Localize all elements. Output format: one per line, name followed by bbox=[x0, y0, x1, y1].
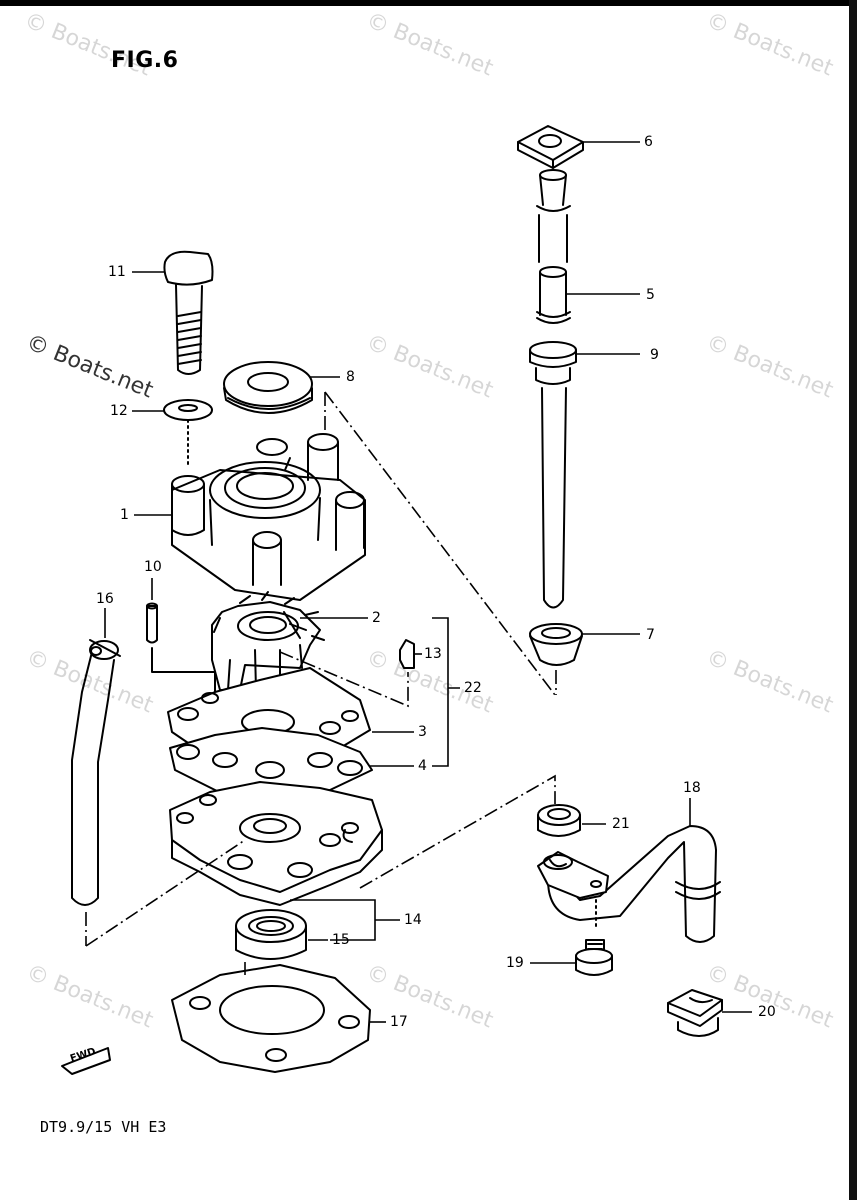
model-label: DT9.9/15 VH E3 bbox=[40, 1118, 167, 1136]
right-border bbox=[849, 0, 857, 1200]
assembly-line-bushing bbox=[359, 774, 556, 889]
part-2-impeller bbox=[211, 591, 325, 691]
assembly-line-hose bbox=[85, 839, 246, 947]
part-12-washer bbox=[163, 399, 213, 421]
callout-8: 8 bbox=[346, 369, 355, 385]
part-5-water-tube-lower bbox=[541, 387, 567, 609]
part-6-grommet bbox=[517, 125, 584, 169]
callout-14: 14 bbox=[404, 912, 422, 928]
part-21-bushing bbox=[537, 804, 581, 837]
part-8-seal bbox=[223, 361, 313, 414]
part-11-bolt bbox=[163, 250, 214, 375]
callout-10: 10 bbox=[144, 559, 162, 575]
callout-9: 9 bbox=[650, 347, 659, 363]
part-19-screw bbox=[575, 939, 613, 976]
part-16-hose bbox=[71, 639, 121, 906]
callout-21: 21 bbox=[612, 816, 630, 832]
callout-22: 22 bbox=[464, 680, 482, 696]
callout-13: 13 bbox=[424, 646, 442, 662]
part-17-gasket bbox=[171, 964, 371, 1073]
assembly-line-key bbox=[279, 651, 409, 708]
fwd-arrow-icon bbox=[61, 1047, 111, 1075]
callout-3: 3 bbox=[418, 724, 427, 740]
callout-7: 7 bbox=[646, 627, 655, 643]
part-18-bracket bbox=[537, 851, 609, 899]
part-1-pump-case bbox=[171, 433, 366, 601]
leader-22-bracket bbox=[432, 617, 460, 767]
callout-1: 1 bbox=[120, 507, 129, 523]
callout-6: 6 bbox=[644, 134, 653, 150]
part-9-tube-seal bbox=[529, 341, 577, 385]
part-7-grommet bbox=[529, 623, 583, 666]
callout-11: 11 bbox=[108, 264, 126, 280]
part-20-cap bbox=[667, 989, 723, 1037]
callout-19: 19 bbox=[506, 955, 524, 971]
part-15-oil-seal bbox=[235, 909, 307, 960]
assembly-line-seal-to-grommet bbox=[324, 391, 556, 696]
part-4-plate bbox=[169, 727, 373, 801]
leader-14-bracket bbox=[290, 899, 400, 941]
callout-2: 2 bbox=[372, 610, 381, 626]
callout-12: 12 bbox=[110, 403, 128, 419]
callout-18: 18 bbox=[683, 780, 701, 796]
callout-20: 20 bbox=[758, 1004, 776, 1020]
callout-5: 5 bbox=[646, 287, 655, 303]
part-10-pin bbox=[146, 602, 158, 644]
callout-17: 17 bbox=[390, 1014, 408, 1030]
callout-16: 16 bbox=[96, 591, 114, 607]
callout-15: 15 bbox=[332, 932, 350, 948]
part-14-under-panel bbox=[169, 781, 383, 906]
figure-title: FIG.6 bbox=[111, 48, 179, 73]
part-13-key bbox=[399, 639, 415, 669]
part-5-water-tube bbox=[536, 169, 571, 324]
top-border bbox=[0, 0, 857, 6]
callout-4: 4 bbox=[418, 758, 427, 774]
